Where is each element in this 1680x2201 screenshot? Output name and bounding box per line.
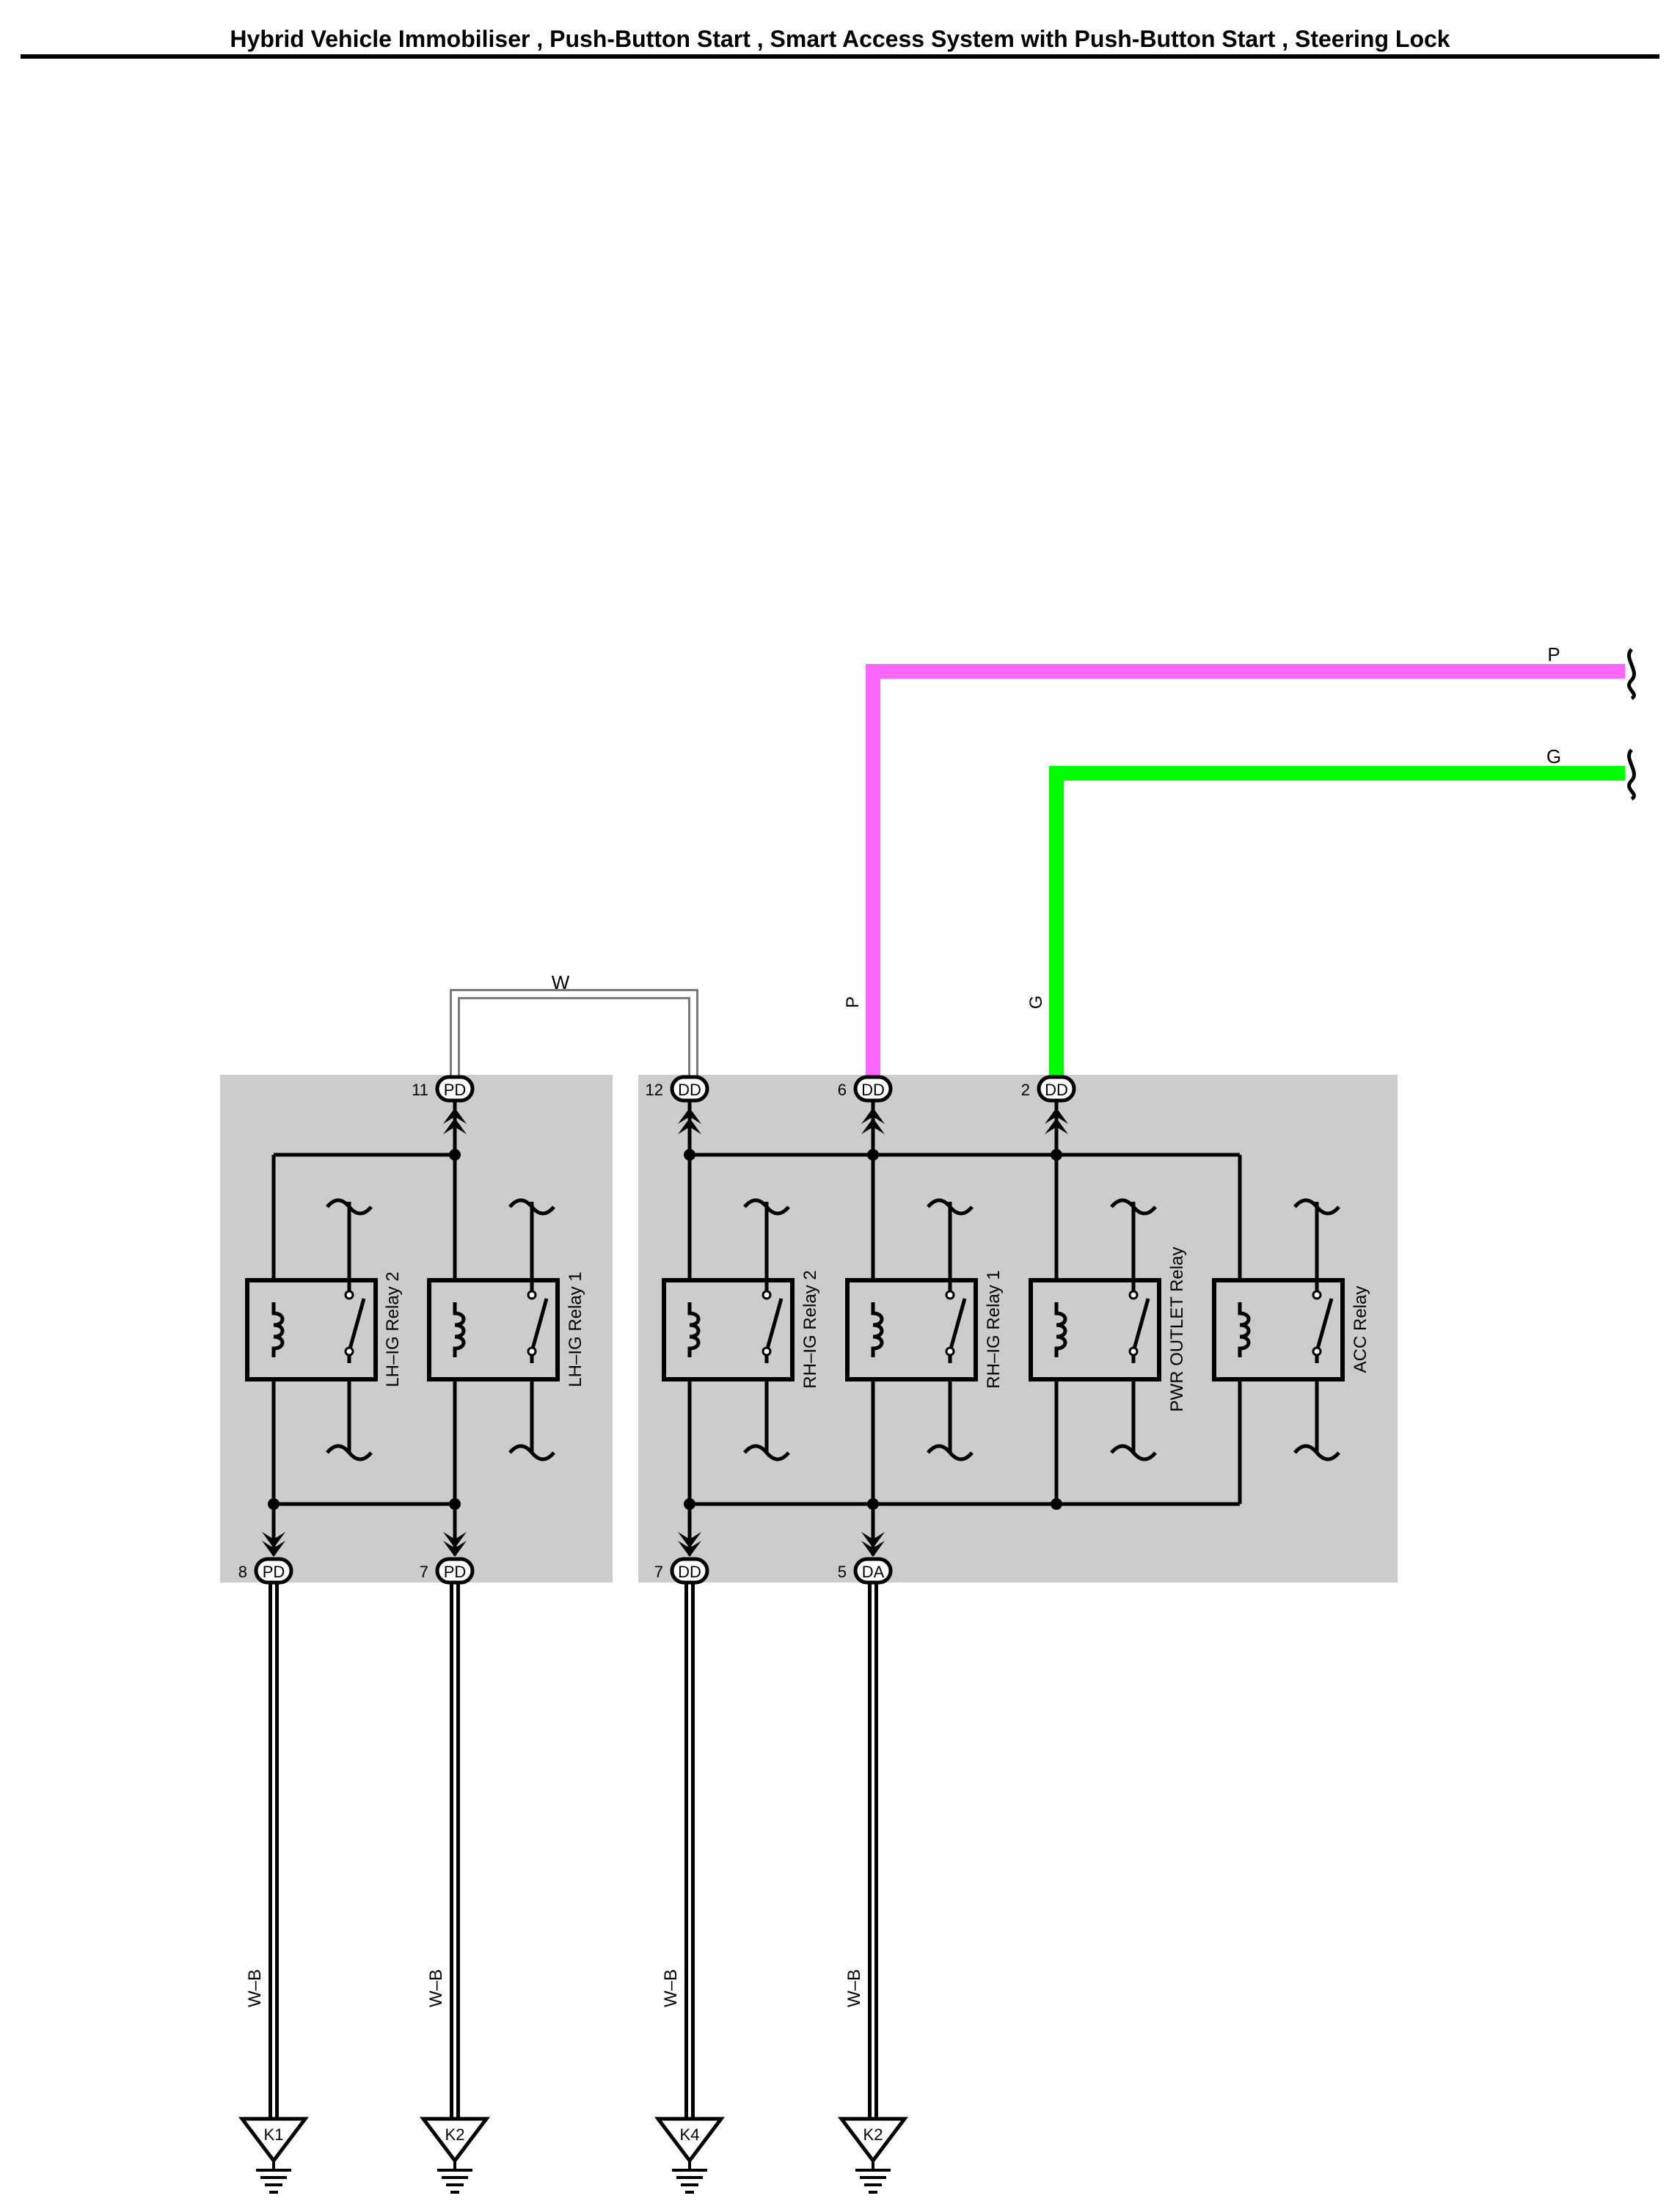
wire-p <box>866 664 1625 1081</box>
relay-rh-ig-2 <box>662 1278 795 1381</box>
relay-label-pwr-outlet: PWR OUTLET Relay <box>1167 1247 1187 1412</box>
page-header: Hybrid Vehicle Immobiliser , Push-Button… <box>22 21 1658 57</box>
junction-dots <box>268 1149 1062 1510</box>
relay-lh-ig-2 <box>245 1278 378 1381</box>
relay-label-rh-ig-2: RH–IG Relay 2 <box>800 1270 820 1388</box>
svg-text:K2: K2 <box>863 2125 883 2144</box>
wire-label-g-vertical: G <box>1026 996 1046 1010</box>
wire-label-wb-4: W–B <box>844 1969 864 2007</box>
wire-w <box>450 989 698 1081</box>
connector-arrows-top <box>443 1108 1068 1134</box>
svg-text:2: 2 <box>1021 1081 1030 1099</box>
svg-text:7: 7 <box>420 1563 428 1581</box>
relay-label-lh-ig-2: LH–IG Relay 2 <box>383 1271 403 1387</box>
ground-icon <box>256 2161 291 2194</box>
relay-coil-icon <box>453 1302 466 1357</box>
svg-text:K4: K4 <box>680 2125 700 2144</box>
wire-g <box>1049 766 1625 1081</box>
relay-coil-icon <box>1054 1302 1067 1357</box>
relay-label-rh-ig-1: RH–IG Relay 1 <box>984 1270 1004 1388</box>
svg-text:DD: DD <box>861 1081 885 1099</box>
wire-label-w: W <box>552 971 570 993</box>
ground-k2-a: K2 <box>419 2117 491 2194</box>
ground-icon <box>672 2161 707 2194</box>
wire-label-p-top: P <box>1547 643 1560 665</box>
svg-text:7: 7 <box>654 1563 663 1581</box>
relay-label-acc: ACC Relay <box>1351 1286 1370 1373</box>
relay-rh-ig-1 <box>845 1278 978 1381</box>
svg-text:K2: K2 <box>445 2125 465 2144</box>
svg-text:DD: DD <box>1045 1081 1068 1099</box>
svg-text:6: 6 <box>838 1081 847 1099</box>
connector-11-pd: PD 11 <box>412 1075 475 1103</box>
page-title: Hybrid Vehicle Immobiliser , Push-Button… <box>230 26 1450 52</box>
svg-text:PD: PD <box>444 1563 467 1581</box>
ground-k1: K1 <box>238 2117 310 2194</box>
ground-k2-b: K2 <box>837 2117 909 2194</box>
connector-8-pd: PD 8 <box>238 1557 293 1585</box>
connector-2-dd: DD 2 <box>1021 1075 1076 1103</box>
header-rule <box>21 54 1659 59</box>
relay-label-lh-ig-1: LH–IG Relay 1 <box>566 1271 585 1387</box>
wire-label-p-vertical: P <box>843 996 863 1008</box>
wire-label-wb-1: W–B <box>245 1969 265 2007</box>
connector-7-pd: PD 7 <box>420 1557 475 1585</box>
svg-text:DA: DA <box>862 1563 885 1581</box>
wire-break-p <box>1627 648 1636 701</box>
ground-wires <box>269 1582 878 2120</box>
connector-5-da: DA 5 <box>838 1557 893 1585</box>
ground-icon <box>437 2161 472 2194</box>
relay-acc <box>1212 1278 1345 1381</box>
relay-pwr-outlet <box>1029 1278 1161 1381</box>
wire-label-wb-3: W–B <box>661 1969 681 2007</box>
svg-text:5: 5 <box>838 1563 847 1581</box>
wire-label-g-top: G <box>1546 745 1561 767</box>
internal-wiring <box>271 1100 1319 1555</box>
connector-7-dd: DD 7 <box>654 1557 709 1585</box>
wire-break-g <box>1627 748 1636 801</box>
wire-w-core <box>452 991 696 1081</box>
relay-lh-ig-1 <box>427 1278 560 1381</box>
connector-6-dd: DD 6 <box>838 1075 893 1103</box>
relay-coil-icon <box>1238 1302 1251 1357</box>
svg-text:12: 12 <box>646 1081 663 1099</box>
connector-12-dd: DD 12 <box>646 1075 709 1103</box>
connector-arrows-bottom <box>262 1532 885 1557</box>
relay-coil-icon <box>871 1302 884 1357</box>
ground-icon <box>855 2161 891 2194</box>
svg-text:PD: PD <box>263 1563 285 1581</box>
svg-text:8: 8 <box>238 1563 247 1581</box>
svg-text:11: 11 <box>412 1081 428 1099</box>
ground-k4: K4 <box>654 2117 726 2194</box>
svg-text:DD: DD <box>678 1081 701 1099</box>
svg-text:K1: K1 <box>264 2125 284 2144</box>
svg-text:DD: DD <box>678 1563 701 1581</box>
tilde-breaks <box>326 1198 1340 1461</box>
relay-coil-icon <box>687 1302 701 1357</box>
relay-coil-icon <box>271 1302 285 1357</box>
svg-text:PD: PD <box>444 1081 467 1099</box>
wire-label-wb-2: W–B <box>426 1969 446 2007</box>
